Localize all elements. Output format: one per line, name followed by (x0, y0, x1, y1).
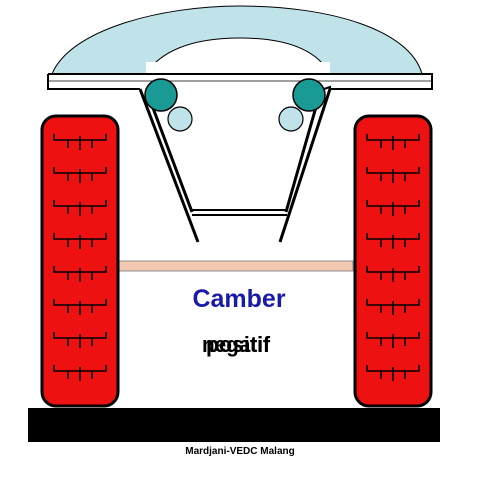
left-tire-icon (40, 114, 120, 408)
tread-mark (366, 365, 420, 381)
body-inner-cutout (146, 62, 330, 76)
tread-mark (53, 134, 107, 150)
tread-mark (53, 299, 107, 315)
axle-bar (118, 260, 354, 272)
tread-mark (366, 299, 420, 315)
tread-mark (366, 332, 420, 348)
pivot-joint-icon (278, 106, 304, 132)
overlay-word-negatif: negatif (202, 332, 271, 357)
right-upper-arm (278, 88, 332, 243)
tread-mark (366, 167, 420, 183)
tread-mark (366, 200, 420, 216)
credit-text: Mardjani-VEDC Malang (185, 446, 294, 457)
tread-mark (366, 233, 420, 249)
tread-mark (366, 266, 420, 282)
tread-mark (53, 200, 107, 216)
pivot-joint-icon (144, 78, 178, 112)
tread-mark (53, 167, 107, 183)
right-inner-arm (284, 99, 320, 213)
pivot-joint-icon (292, 78, 326, 112)
pivot-joint-icon (167, 106, 193, 132)
tread-mark (53, 233, 107, 249)
tread-mark (366, 134, 420, 150)
ground-bar (28, 408, 440, 442)
tread-mark (53, 365, 107, 381)
body-arch-icon (51, 5, 423, 75)
tread-mark (53, 332, 107, 348)
right-tire-icon (353, 114, 433, 408)
tread-mark (53, 266, 107, 282)
diagram-title: Camber (192, 285, 285, 313)
chassis-frame (47, 73, 433, 90)
left-upper-arm (138, 88, 200, 243)
left-inner-arm (148, 99, 194, 213)
overlay-word-positif: positif (206, 332, 271, 357)
